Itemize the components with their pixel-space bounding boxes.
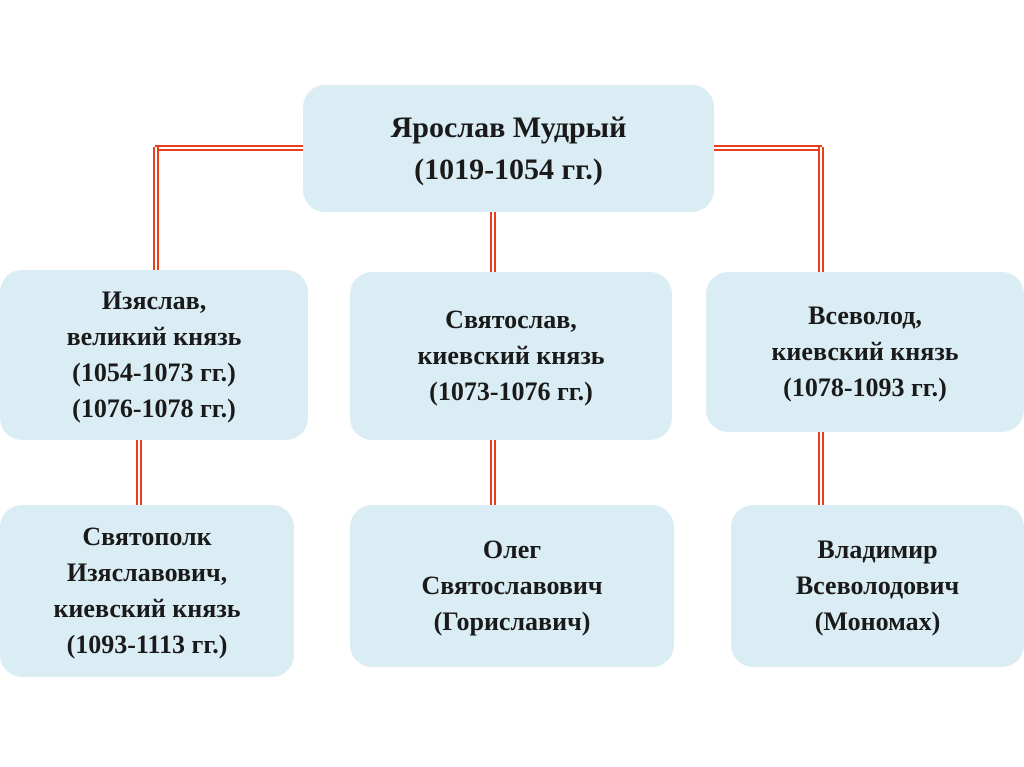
- node-yaroslav: Ярослав Мудрый (1019-1054 гг.): [303, 85, 714, 212]
- node-years: (1019-1054 гг.): [414, 152, 603, 186]
- connector-root-izyaslav-h: [155, 145, 305, 151]
- connector-root-vsevolod-v: [818, 147, 824, 274]
- connector-izyaslav-svyatopolk: [136, 438, 142, 507]
- connector-root-izyaslav-v: [153, 147, 159, 272]
- node-line: Олег: [482, 535, 542, 564]
- node-line: Владимир: [817, 535, 938, 564]
- node-line: (Гориславич): [433, 607, 591, 636]
- node-svyatoslav: Святослав, киевский князь (1073-1076 гг.…: [350, 272, 672, 440]
- node-line: Всеволод,: [808, 301, 922, 330]
- node-line: Всеволодович: [795, 571, 960, 600]
- connector-root-svyatoslav: [490, 210, 496, 274]
- node-line: Изяслав,: [101, 286, 207, 315]
- node-line: киевский князь: [53, 594, 241, 623]
- node-line: великий князь: [66, 322, 242, 351]
- node-vsevolod: Всеволод, киевский князь (1078-1093 гг.): [706, 272, 1024, 432]
- node-line: (1076-1078 гг.): [72, 394, 236, 423]
- connector-root-vsevolod-h: [712, 145, 822, 151]
- node-line: Святослав,: [445, 305, 577, 334]
- node-svyatopolk: Святополк Изяславович, киевский князь (1…: [0, 505, 294, 677]
- node-line: Святославович: [421, 571, 603, 600]
- node-line: Святополк: [82, 522, 212, 551]
- node-line: (1093-1113 гг.): [66, 630, 228, 659]
- node-line: (1078-1093 гг.): [783, 373, 947, 402]
- node-izyaslav: Изяслав, великий князь (1054-1073 гг.) (…: [0, 270, 308, 440]
- node-line: киевский князь: [417, 341, 605, 370]
- node-line: киевский князь: [771, 337, 959, 366]
- connector-svyatoslav-oleg: [490, 438, 496, 507]
- node-line: (1054-1073 гг.): [72, 358, 236, 387]
- node-line: (Мономах): [814, 607, 941, 636]
- node-line: (1073-1076 гг.): [429, 377, 593, 406]
- node-vladimir: Владимир Всеволодович (Мономах): [731, 505, 1024, 667]
- node-line: Изяславович,: [66, 558, 228, 587]
- node-oleg: Олег Святославович (Гориславич): [350, 505, 674, 667]
- connector-vsevolod-vladimir: [818, 430, 824, 507]
- node-name: Ярослав Мудрый: [390, 110, 627, 144]
